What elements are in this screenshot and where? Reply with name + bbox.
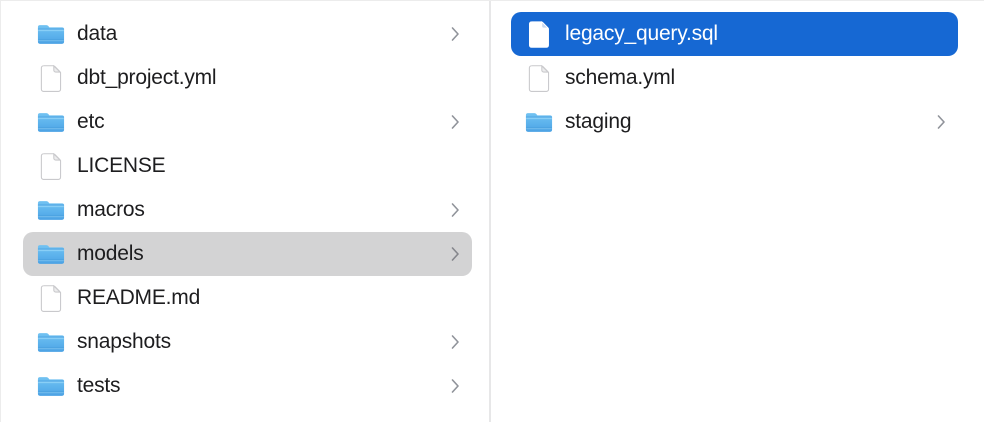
- folder-icon: [525, 108, 553, 136]
- file-icon: [37, 152, 65, 180]
- list-item[interactable]: LICENSE: [23, 144, 472, 188]
- list-item[interactable]: macros: [23, 188, 472, 232]
- file-icon: [525, 20, 553, 48]
- folder-icon: [37, 240, 65, 268]
- item-label: legacy_query.sql: [565, 22, 718, 45]
- item-label: macros: [77, 198, 145, 221]
- folder-icon: [37, 196, 65, 224]
- list-item[interactable]: README.md: [23, 276, 472, 320]
- chevron-right-icon: [451, 378, 460, 394]
- list-item[interactable]: staging: [511, 100, 958, 144]
- chevron-right-icon: [451, 202, 460, 218]
- item-label: LICENSE: [77, 154, 166, 177]
- item-label: staging: [565, 110, 632, 133]
- list-item[interactable]: dbt_project.yml: [23, 56, 472, 100]
- item-label: dbt_project.yml: [77, 66, 217, 89]
- list-item[interactable]: schema.yml: [511, 56, 958, 100]
- list-item[interactable]: data: [23, 12, 472, 56]
- list-item[interactable]: models: [23, 232, 472, 276]
- item-label: tests: [77, 374, 121, 397]
- chevron-right-icon: [451, 26, 460, 42]
- folder-icon: [37, 20, 65, 48]
- list-item[interactable]: snapshots: [23, 320, 472, 364]
- item-label: README.md: [77, 286, 201, 309]
- finder-column-parent: data dbt_project.yml: [1, 1, 491, 422]
- folder-icon: [37, 372, 65, 400]
- item-label: models: [77, 242, 144, 265]
- finder-column-current: legacy_query.sql schema.yml: [491, 1, 984, 422]
- item-label: snapshots: [77, 330, 171, 353]
- chevron-right-icon: [451, 246, 460, 262]
- folder-icon: [37, 328, 65, 356]
- list-item[interactable]: etc: [23, 100, 472, 144]
- chevron-right-icon: [451, 334, 460, 350]
- item-label: schema.yml: [565, 66, 676, 89]
- chevron-right-icon: [937, 114, 946, 130]
- folder-icon: [37, 108, 65, 136]
- file-icon: [37, 284, 65, 312]
- list-item[interactable]: legacy_query.sql: [511, 12, 958, 56]
- item-label: etc: [77, 110, 105, 133]
- chevron-right-icon: [451, 114, 460, 130]
- item-label: data: [77, 22, 118, 45]
- file-icon: [37, 64, 65, 92]
- list-item[interactable]: tests: [23, 364, 472, 408]
- file-icon: [525, 64, 553, 92]
